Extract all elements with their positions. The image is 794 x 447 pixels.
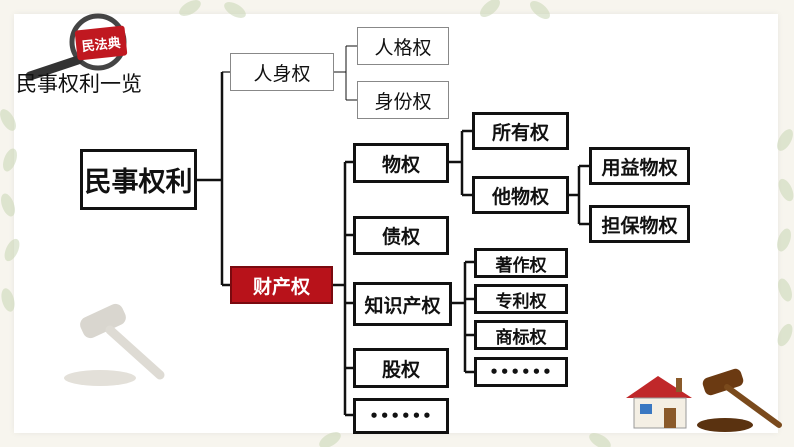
node-property-more: ••••••: [353, 398, 449, 434]
gavel-shadow-icon: [64, 303, 165, 386]
node-real-right: 物权: [353, 143, 449, 183]
node-ip-more: ••••••: [474, 357, 568, 387]
node-equity: 股权: [353, 348, 449, 388]
node-root: 民事权利: [80, 149, 197, 210]
node-patent: 专利权: [474, 284, 568, 314]
page-title: 民事权利一览: [16, 72, 142, 96]
node-ip: 知识产权: [353, 282, 452, 326]
house-icon: [626, 376, 692, 429]
node-other-real: 他物权: [472, 176, 569, 214]
node-personality: 人格权: [357, 27, 449, 65]
gavel-icon: [697, 368, 782, 432]
node-trademark: 商标权: [474, 320, 568, 350]
node-usufruct: 用益物权: [589, 147, 690, 185]
node-personal: 人身权: [230, 53, 334, 91]
node-identity: 身份权: [357, 81, 449, 119]
node-property: 财产权: [230, 266, 333, 304]
node-ownership: 所有权: [472, 112, 569, 150]
node-creditor: 债权: [353, 216, 449, 255]
node-security: 担保物权: [589, 205, 690, 243]
node-copyright: 著作权: [474, 248, 568, 278]
